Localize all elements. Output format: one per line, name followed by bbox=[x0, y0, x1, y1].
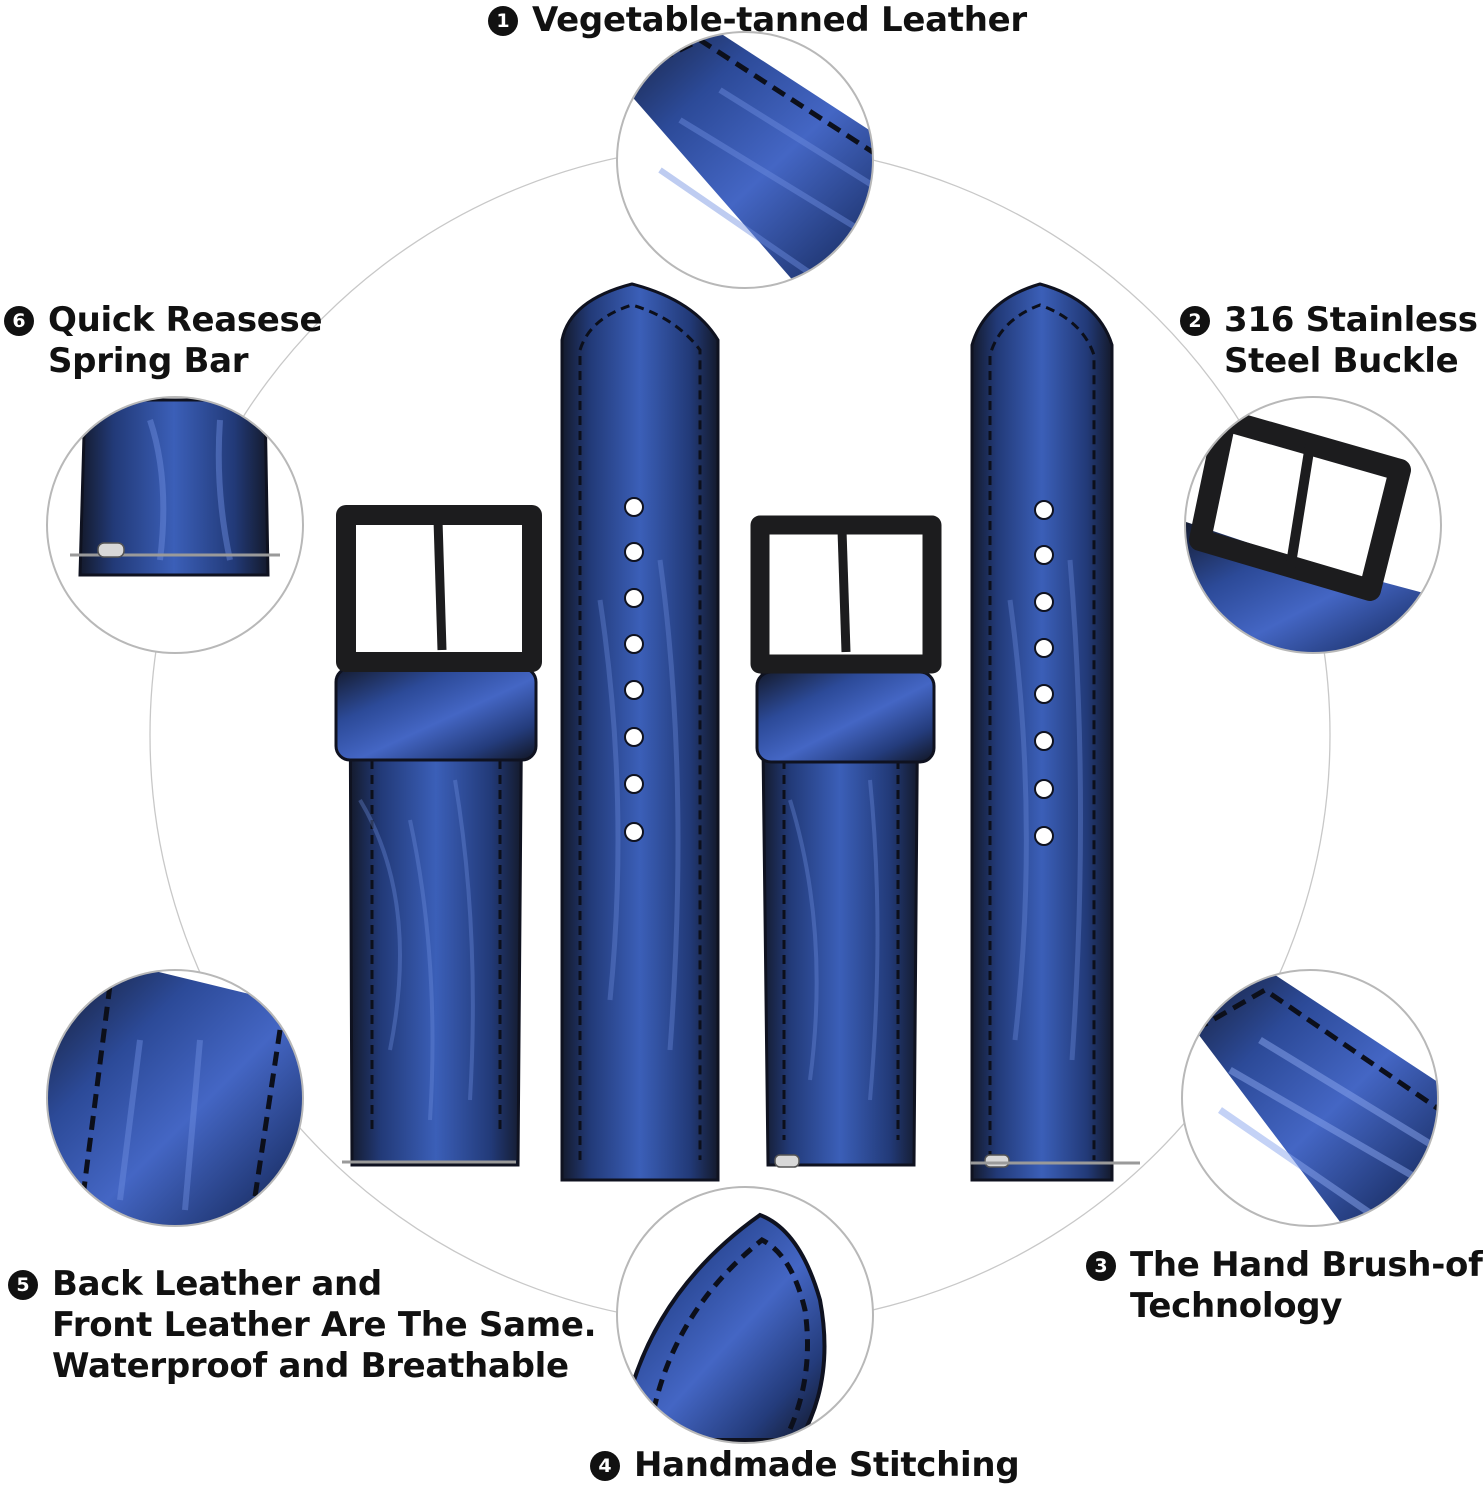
detail-spring-bar bbox=[46, 396, 304, 654]
feature-1: 1 Vegetable-tanned Leather bbox=[488, 0, 1027, 41]
detail-back-leather bbox=[46, 969, 304, 1227]
feature-title: The Hand Brush-off Technology bbox=[1130, 1245, 1483, 1326]
feature-title: Quick Reasese Spring Bar bbox=[48, 300, 323, 381]
feature-number-badge: 1 bbox=[488, 6, 518, 36]
detail-leather-texture bbox=[616, 31, 874, 289]
feature-title: 316 Stainless Steel Buckle bbox=[1224, 300, 1478, 381]
strap-pair-right bbox=[750, 282, 1140, 1182]
feature-3: 3 The Hand Brush-off Technology bbox=[1086, 1245, 1483, 1327]
feature-title: Handmade Stitching bbox=[634, 1445, 1020, 1485]
feature-6: 6 Quick Reasese Spring Bar bbox=[4, 300, 323, 382]
feature-title: Back Leather and Front Leather Are The S… bbox=[52, 1264, 597, 1386]
feature-title: Vegetable-tanned Leather bbox=[532, 0, 1027, 40]
detail-brush-off bbox=[1181, 969, 1439, 1227]
feature-5: 5 Back Leather and Front Leather Are The… bbox=[8, 1264, 597, 1387]
strap-pair-left bbox=[334, 282, 720, 1182]
feature-number-badge: 3 bbox=[1086, 1251, 1116, 1281]
connector-ring bbox=[149, 144, 1331, 1326]
detail-stitching bbox=[616, 1186, 874, 1444]
feature-number-badge: 2 bbox=[1180, 306, 1210, 336]
detail-buckle bbox=[1184, 396, 1442, 654]
feature-4: 4 Handmade Stitching bbox=[590, 1445, 1020, 1486]
feature-number-badge: 5 bbox=[8, 1270, 38, 1300]
feature-number-badge: 4 bbox=[590, 1451, 620, 1481]
feature-number-badge: 6 bbox=[4, 306, 34, 336]
feature-2: 2 316 Stainless Steel Buckle bbox=[1180, 300, 1478, 382]
